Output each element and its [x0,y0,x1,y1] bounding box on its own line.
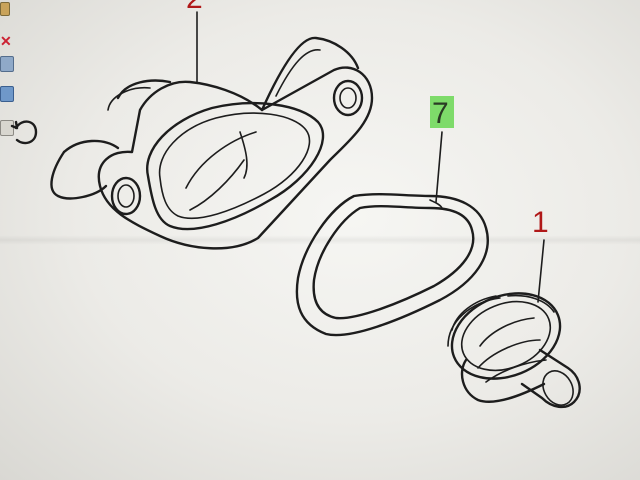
callout-thermostat-label: 1 [532,206,549,239]
undo-icon[interactable] [10,120,38,145]
callout-seal-highlight [430,96,454,128]
seal-ring[interactable] [295,193,489,337]
print-icon[interactable] [0,56,14,72]
callout-seal-leader [435,131,443,203]
delete-icon[interactable]: ✕ [0,33,12,49]
callout-seal-label: 7 [432,97,449,130]
callout-housing-label: 2 [186,0,203,15]
callout-thermostat[interactable]: 1 [532,206,549,303]
callout-housing[interactable]: 2 [186,0,203,83]
callout-thermostat-leader [537,239,545,303]
blank-icon[interactable] [0,120,14,136]
left-toolbar: ✕ [0,0,14,150]
image-icon[interactable] [0,86,14,102]
callout-seal[interactable]: 7 [430,96,454,203]
document-icon[interactable] [0,2,10,16]
thermostat[interactable] [439,278,581,411]
thermostat-housing[interactable] [50,36,374,250]
